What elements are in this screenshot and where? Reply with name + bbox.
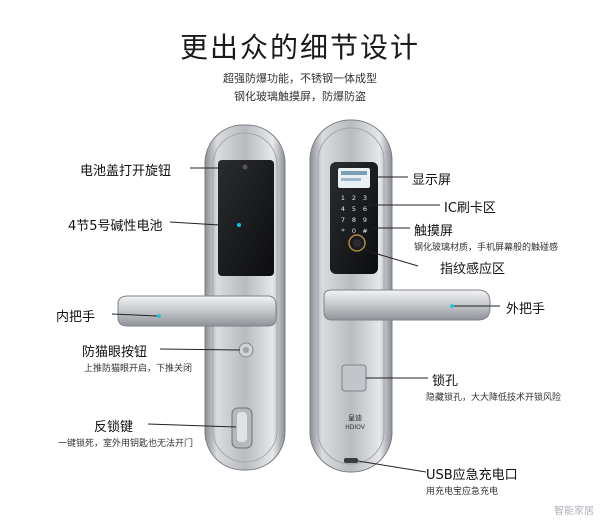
brand-en: HDIOV [345,424,366,431]
watermark: 智能家居 [554,506,594,517]
label-battery-cover: 电池盖打开旋钮 [80,164,172,179]
label-peephole: 防猫眼按钮 [82,345,148,360]
note-keyhole: 隐藏锁孔，大大降低技术开锁风险 [426,393,562,403]
outer-lock-body [309,119,491,473]
label-deadlock: 反锁键 [94,420,134,435]
label-ic-card: IC刷卡区 [444,201,496,216]
label-display: 显示屏 [412,173,452,188]
keypad-key: # [362,227,367,235]
subtitle-line-2: 钢化玻璃触摸屏，防爆防盗 [234,90,366,103]
page-title: 更出众的细节设计 [179,31,420,64]
keypad-key: 2 [352,194,356,202]
keypad-key: 4 [341,205,345,213]
label-inner-handle: 内把手 [56,310,96,325]
label-battery: 4节5号碱性电池 [68,219,163,234]
note-usb: 用充电宝应急充电 [426,487,499,497]
note-touch: 钢化玻璃材质，手机屏幕般的触碰感 [414,243,559,253]
label-touch: 触摸屏 [414,224,454,239]
keypad-key: 0 [352,227,356,235]
note-peephole: 上推防猫眼开启，下推关闭 [84,364,193,374]
label-usb: USB应急充电口 [426,468,518,483]
keypad-key: 8 [352,216,356,224]
note-deadlock: 一键锁死，室外用钥匙也无法开门 [58,439,194,449]
label-outer-handle: 外把手 [506,302,546,317]
keypad-key: * [341,227,345,235]
keypad-key: 3 [363,194,367,202]
pointer-lines [111,167,500,473]
brand-cn: 皇迪 [348,413,362,422]
subtitle-line-1: 超强防爆功能，不锈钢一体成型 [223,72,377,85]
keypad-key: 5 [352,205,356,213]
keypad-key: 7 [341,216,345,224]
keypad-key: 1 [341,194,345,202]
label-fingerprint: 指纹感应区 [440,262,506,277]
keypad-key: 9 [363,216,367,224]
inner-lock-body [117,124,286,471]
keypad-key: 6 [363,205,367,213]
label-keyhole: 锁孔 [432,374,459,389]
